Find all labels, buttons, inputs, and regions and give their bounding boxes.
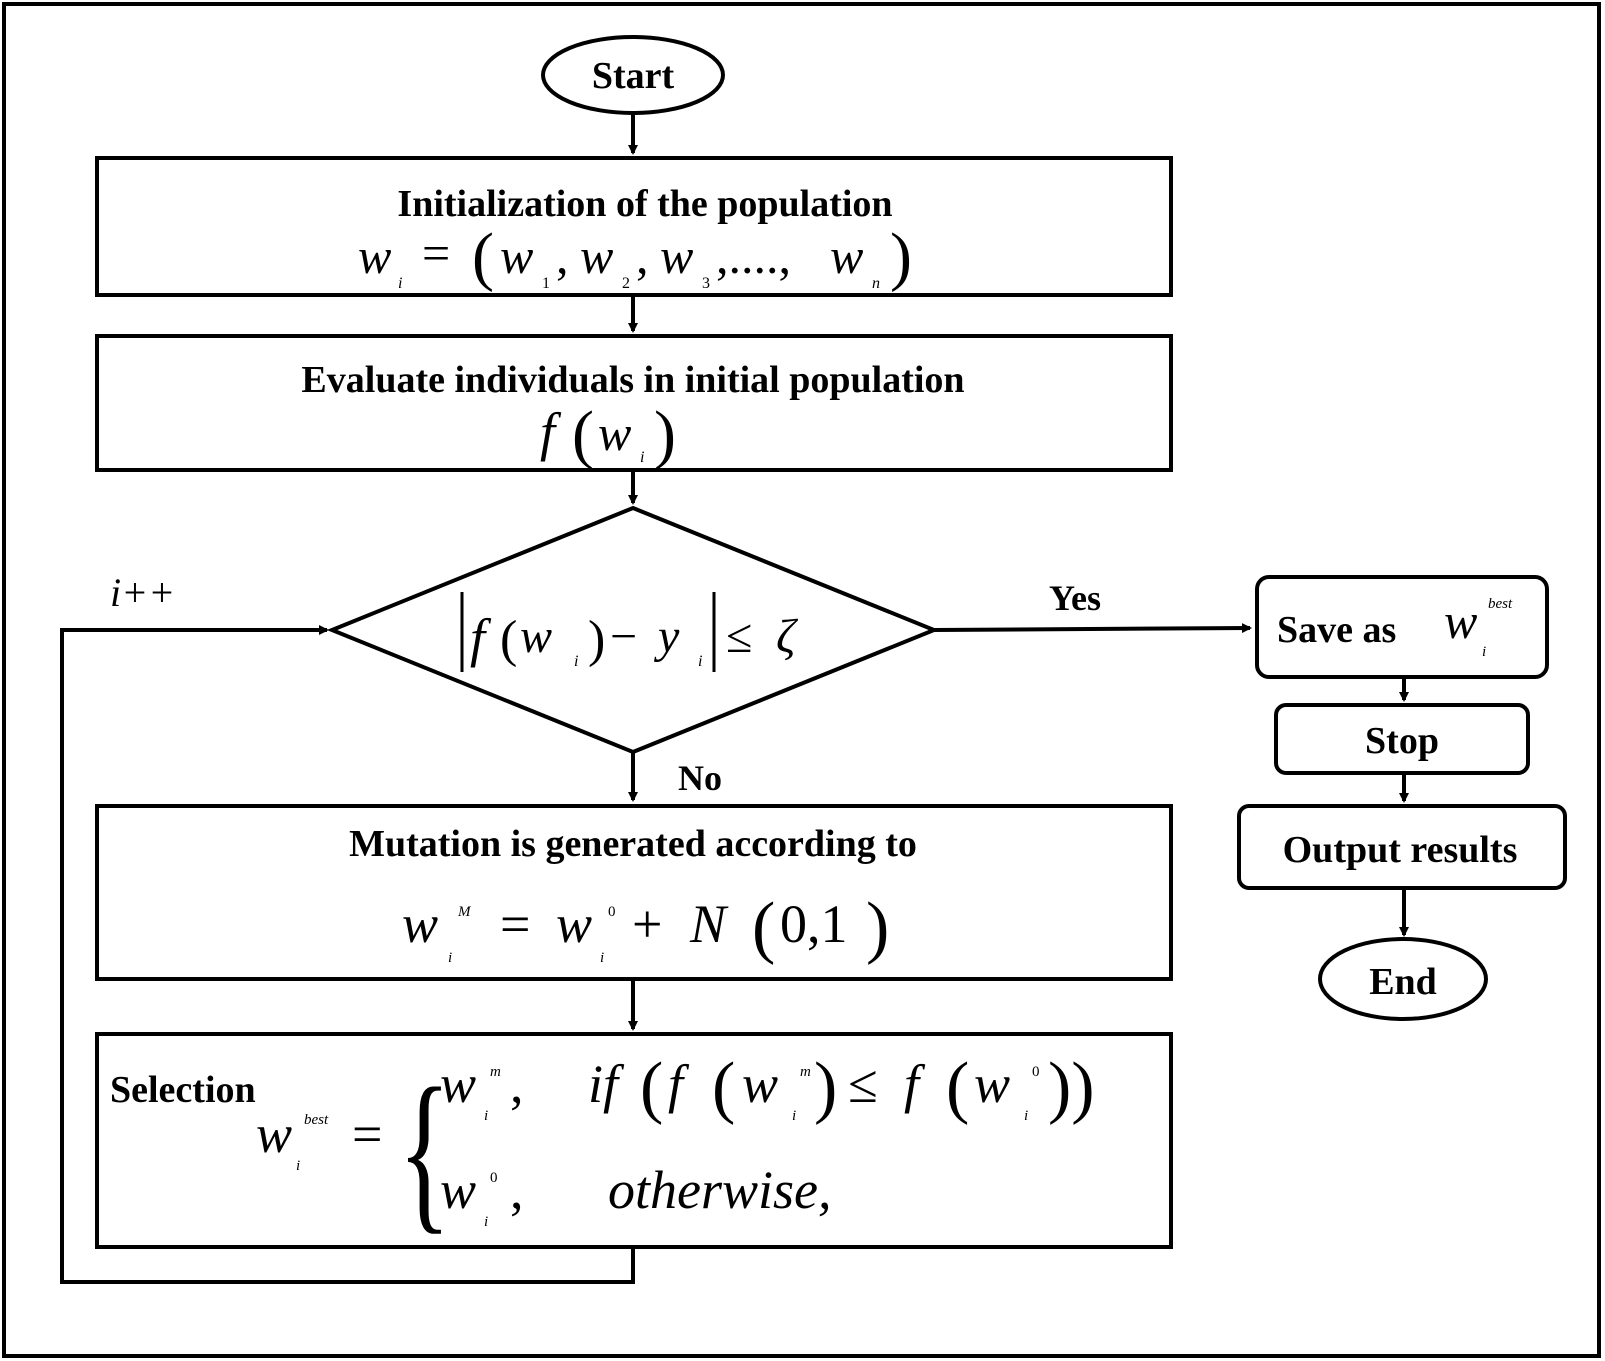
init-title: Initialization of the population — [397, 183, 892, 225]
svg-text:w: w — [402, 894, 438, 954]
svg-text:(: ( — [752, 889, 775, 966]
svg-text:w: w — [742, 1054, 778, 1114]
svg-text:,: , — [510, 1054, 524, 1114]
svg-text:w: w — [520, 610, 552, 663]
svg-text:w: w — [440, 1054, 476, 1114]
output-box — [1237, 804, 1567, 890]
svg-text:w: w — [598, 405, 631, 461]
init-box — [95, 156, 1173, 297]
svg-text:i: i — [640, 449, 644, 466]
loop-label: i++ — [110, 570, 175, 615]
svg-text:(: ( — [572, 398, 594, 471]
start-label: Start — [592, 55, 675, 97]
output-label: Output results — [1283, 829, 1518, 871]
svg-text:i: i — [698, 653, 702, 670]
svg-text:=: = — [500, 894, 530, 954]
svg-text:w: w — [440, 1160, 476, 1220]
svg-text:w: w — [580, 228, 613, 284]
svg-text:(: ( — [640, 1049, 663, 1126]
svg-text:0: 0 — [1032, 1064, 1040, 1080]
selection-otherwise: otherwise, — [608, 1160, 832, 1220]
svg-text:N: N — [689, 894, 729, 954]
svg-text:w: w — [1444, 593, 1477, 649]
svg-text:M: M — [457, 904, 472, 920]
svg-text:): ) — [814, 1049, 837, 1126]
svg-text:i: i — [1482, 644, 1486, 660]
svg-text:): ) — [654, 398, 676, 471]
svg-text:1: 1 — [542, 275, 550, 292]
stop-box — [1274, 703, 1530, 775]
evaluate-title: Evaluate individuals in initial populati… — [301, 359, 964, 401]
svg-text:,: , — [636, 228, 649, 284]
svg-text:{: { — [398, 1053, 451, 1250]
loop-back-line — [60, 625, 635, 1284]
no-label: No — [678, 758, 722, 798]
svg-text:i: i — [484, 1214, 488, 1230]
svg-text:n: n — [872, 275, 880, 292]
svg-text:): ) — [890, 220, 912, 293]
svg-text:y: y — [653, 610, 680, 663]
svg-text:best: best — [1488, 596, 1513, 612]
svg-text:best: best — [304, 1112, 329, 1128]
svg-text:i: i — [792, 1108, 796, 1124]
svg-text:(: ( — [712, 1049, 735, 1126]
evaluate-box — [95, 334, 1173, 472]
stop-label: Stop — [1365, 720, 1439, 762]
svg-text:w: w — [660, 228, 693, 284]
end-node — [1318, 937, 1488, 1021]
selection-title: Selection — [110, 1069, 256, 1111]
svg-text:ζ: ζ — [776, 610, 799, 663]
svg-text:i: i — [484, 1108, 488, 1124]
svg-text:i: i — [600, 950, 604, 966]
svg-text:w: w — [256, 1104, 292, 1164]
svg-text:w: w — [358, 228, 391, 284]
svg-text:i: i — [448, 950, 452, 966]
svg-text:): ) — [588, 611, 605, 668]
svg-text:0: 0 — [608, 904, 616, 920]
svg-text:w: w — [500, 228, 533, 284]
svg-text:=: = — [352, 1104, 382, 1164]
svg-text:3: 3 — [702, 275, 710, 292]
svg-text:,: , — [556, 228, 569, 284]
save-title: Save as — [1277, 609, 1396, 651]
svg-text:): ) — [866, 889, 889, 966]
svg-text:i: i — [574, 653, 578, 670]
svg-text:m: m — [800, 1064, 811, 1080]
svg-text:−: − — [610, 610, 637, 663]
mutation-title: Mutation is generated according to — [349, 823, 917, 865]
svg-text:m: m — [490, 1064, 501, 1080]
mutation-formula: w M i = w 0 i + N ( 0,1 ) — [402, 889, 889, 966]
svg-text:i: i — [1024, 1108, 1028, 1124]
selection-box — [95, 1032, 1173, 1249]
init-formula: w i = ( w 1 , w 2 , w 3 ,...., w n ) — [358, 220, 912, 293]
svg-text:,: , — [510, 1160, 524, 1220]
svg-text:+: + — [632, 894, 662, 954]
svg-text:w: w — [830, 228, 863, 284]
end-label: End — [1369, 961, 1437, 1003]
save-box — [1255, 575, 1549, 679]
save-formula: w best i — [1444, 593, 1513, 660]
svg-text:w: w — [974, 1054, 1010, 1114]
svg-text:0,1: 0,1 — [780, 894, 848, 954]
svg-text:≤: ≤ — [848, 1054, 878, 1114]
svg-text:(: ( — [946, 1049, 969, 1126]
mutation-box — [95, 804, 1173, 981]
svg-text:=: = — [422, 225, 450, 281]
svg-text:0: 0 — [490, 1170, 498, 1186]
svg-text:w: w — [556, 894, 592, 954]
svg-text:(: ( — [472, 220, 494, 293]
svg-text:(: ( — [500, 611, 517, 668]
svg-text:≤: ≤ — [726, 610, 752, 663]
svg-text:2: 2 — [622, 275, 630, 292]
svg-text:)): )) — [1048, 1049, 1095, 1126]
arrow-yes — [933, 623, 1252, 634]
svg-text:,....,: ,...., — [716, 228, 791, 284]
yes-label: Yes — [1049, 578, 1101, 618]
svg-text:i: i — [296, 1158, 300, 1174]
svg-text:i: i — [398, 275, 402, 292]
